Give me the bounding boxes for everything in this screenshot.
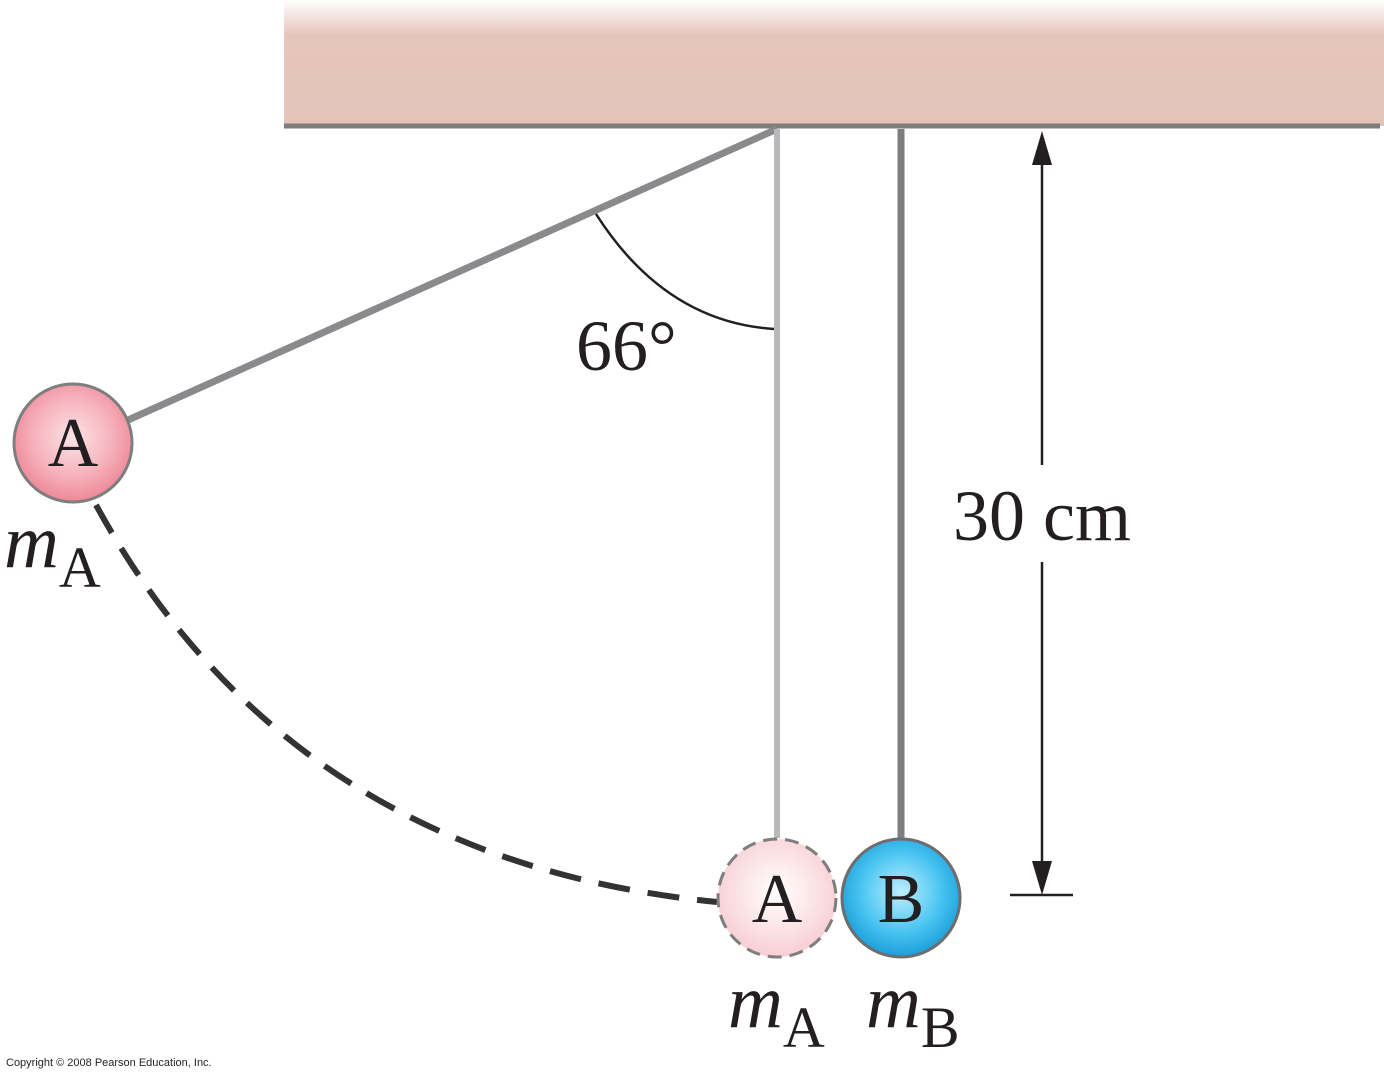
ball-a-raised-label: A — [48, 405, 99, 482]
mass-a-rest-subscript: A — [783, 995, 825, 1060]
mass-a-rest-symbol: m — [728, 960, 783, 1044]
ball-a-raised — [12, 382, 134, 504]
angle-arc — [594, 213, 775, 331]
mass-a-raised-symbol: m — [4, 500, 59, 584]
ceiling — [284, 0, 1384, 126]
length-dimension — [1010, 131, 1073, 897]
copyright-notice: Copyright © 2008 Pearson Education, Inc. — [6, 1057, 212, 1069]
mass-b-symbol: m — [866, 960, 921, 1044]
length-label: 30 cm — [953, 476, 1131, 556]
ball-b — [840, 837, 962, 959]
dimension-arrow-down-icon — [1032, 861, 1052, 895]
mass-b-subscript: B — [921, 995, 960, 1060]
mass-a-raised-subscript: A — [59, 535, 101, 600]
ball-a-rest-label: A — [752, 861, 803, 938]
mass-b-label: mB — [866, 960, 960, 1060]
dimension-arrow-up-icon — [1032, 131, 1052, 165]
ball-a-rest — [716, 837, 838, 959]
mass-a-raised-label: mA — [4, 500, 101, 600]
string-a-raised — [126, 125, 779, 424]
ball-b-label: B — [878, 861, 925, 938]
angle-label: 66° — [576, 306, 677, 386]
mass-a-rest-label: mA — [728, 960, 825, 1060]
swing-path — [93, 503, 718, 905]
